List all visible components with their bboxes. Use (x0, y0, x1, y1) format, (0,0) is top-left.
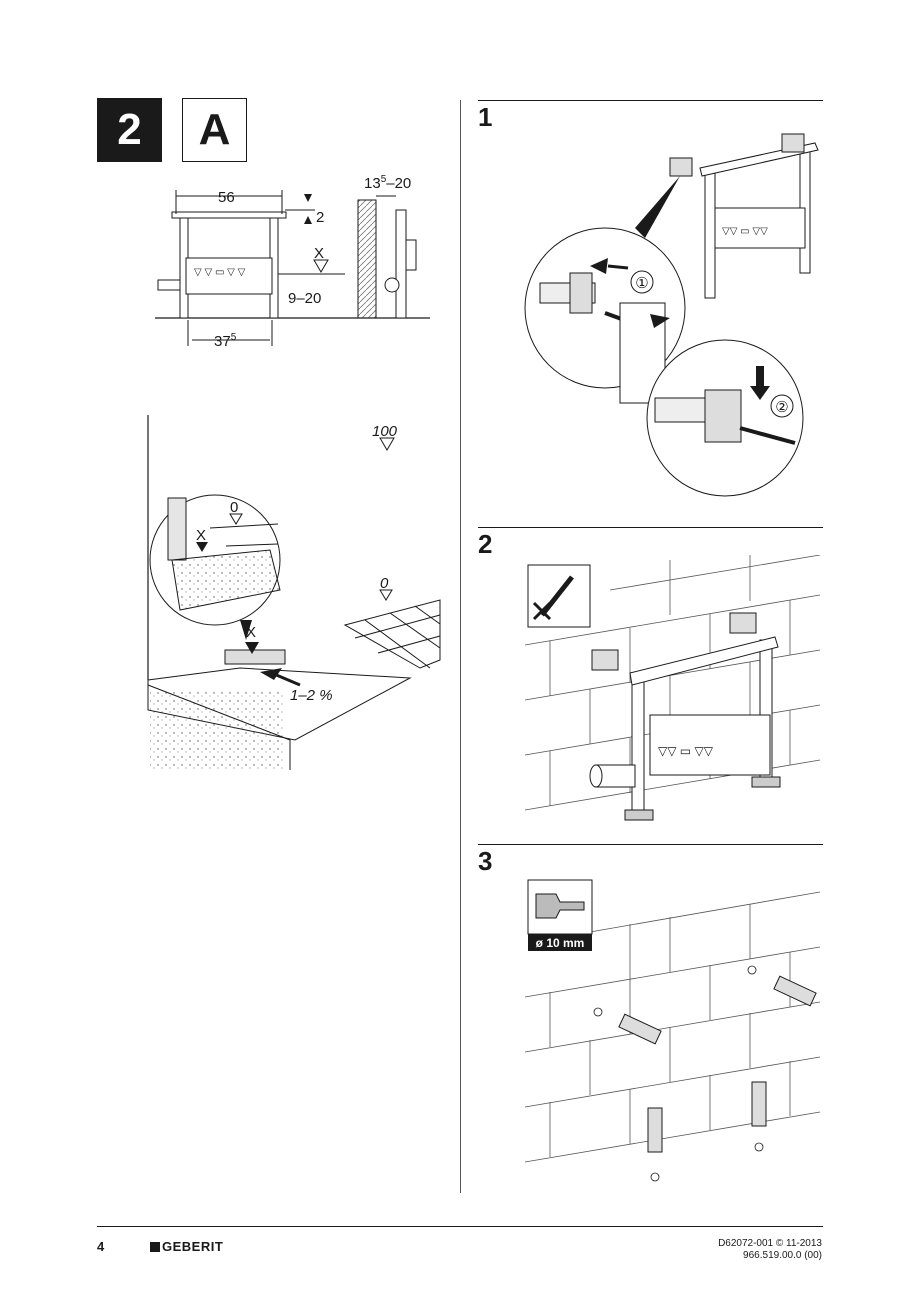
step-2-illustration: ▽▽ ▭ ▽▽ (520, 555, 823, 830)
step-2-rule (478, 527, 823, 528)
dim-depth-range-sup: 5 (381, 174, 387, 185)
step-1-number: 1 (478, 102, 493, 132)
article-number: 966.519.00.0 (00) (743, 1250, 822, 1261)
variant-badge: A (182, 98, 247, 162)
drill-size-box: ø 10 mm (528, 934, 592, 951)
brand-logo: GEBERIT (150, 1239, 223, 1254)
dim-range-right: 9–20 (288, 290, 321, 307)
brand-name: GEBERIT (162, 1239, 224, 1254)
dim-height-marker: X (314, 245, 324, 262)
dim-offset-top: 2 (316, 209, 324, 226)
step-2-number: 2 (478, 529, 493, 559)
dim-depth-range: 13 (364, 175, 381, 192)
floor-level-drawing: 100 0 X X 0 1–2 % (140, 410, 445, 770)
step-1-rule (478, 100, 823, 101)
dimension-drawing: ▽ ▽ ▭ ▽ ▽ 56 2 X 9–20 135–20 375 (150, 174, 440, 350)
step-3-rule (478, 844, 823, 845)
level-100: 100 (372, 423, 398, 440)
step-3-number: 3 (478, 846, 493, 876)
step-badge: 2 (97, 98, 162, 162)
step-3-illustration (520, 872, 823, 1192)
svg-text:▽ ▽ ▭ ▽ ▽: ▽ ▽ ▭ ▽ ▽ (194, 267, 246, 278)
dim-width-bottom: 37 (214, 333, 231, 350)
doc-ref: D62072-001 © 11-2013 (718, 1238, 822, 1249)
dim-depth-range-tail: –20 (386, 175, 411, 192)
level-zero-tiles: 0 (380, 575, 389, 592)
footer-rule (97, 1226, 823, 1227)
svg-text:135–20: 135–20 (364, 174, 411, 192)
level-zero-detail: 0 (230, 499, 238, 516)
step-1-callout-1: ① (635, 275, 648, 292)
step-badge-number: 2 (117, 105, 142, 154)
dim-width-top: 56 (218, 189, 235, 206)
brand-square-icon (150, 1241, 160, 1252)
variant-badge-letter: A (198, 105, 231, 154)
step-1-callout-2: ② (775, 399, 788, 416)
svg-text:375: 375 (214, 332, 237, 350)
svg-text:▽▽ ▭ ▽▽: ▽▽ ▭ ▽▽ (658, 744, 714, 758)
step-1-illustration: ▽▽ ▭ ▽▽ ① ② (520, 128, 820, 508)
drill-size-label: ø 10 mm (528, 934, 592, 951)
marker-x-detail: X (196, 527, 206, 544)
column-divider (460, 100, 461, 1193)
slope-label: 1–2 % (290, 687, 333, 704)
page-number: 4 (97, 1239, 105, 1254)
svg-text:▽▽ ▭ ▽▽: ▽▽ ▭ ▽▽ (722, 226, 768, 237)
dim-width-bottom-sup: 5 (231, 332, 237, 343)
doc-reference: D62072-001 © 11-2013 966.519.00.0 (00) (718, 1238, 822, 1262)
marker-x: X (246, 624, 256, 641)
